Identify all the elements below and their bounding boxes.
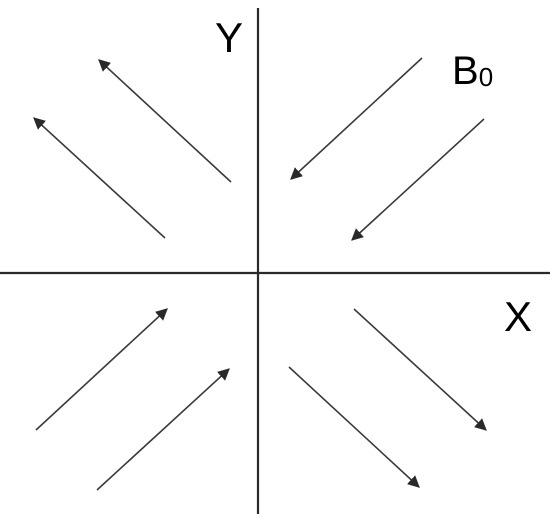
- field-arrow-lower-left-2: [96, 368, 230, 491]
- x-axis-label: X: [504, 293, 532, 340]
- field-arrow-upper-left-2: [33, 117, 166, 239]
- field-arrow-lower-right-1: [353, 308, 487, 431]
- field-arrow-upper-right-2: [351, 118, 485, 241]
- field-label: B0: [452, 49, 493, 93]
- field-arrow-upper-right-1: [290, 57, 423, 180]
- field-arrow-upper-left-1: [98, 59, 232, 183]
- field-arrow-lower-right-2: [288, 366, 420, 488]
- field-arrow-lower-left-1: [35, 308, 168, 431]
- field-label-subscript: 0: [479, 62, 493, 92]
- y-axis-label: Y: [215, 14, 243, 61]
- field-label-main: B: [452, 49, 479, 93]
